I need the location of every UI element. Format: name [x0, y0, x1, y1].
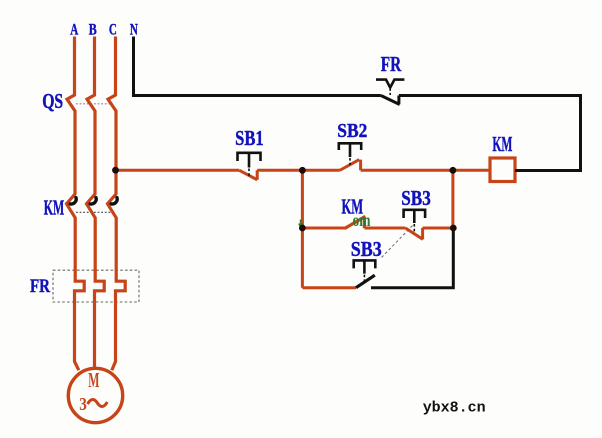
svg-text:FR: FR — [381, 52, 402, 76]
svg-text:3: 3 — [79, 394, 87, 414]
svg-text:FR: FR — [30, 276, 50, 297]
svg-text:SB1: SB1 — [235, 126, 264, 150]
svg-text:N: N — [130, 22, 138, 39]
svg-text:KM: KM — [492, 132, 512, 156]
svg-text:M: M — [88, 368, 99, 392]
svg-text:om: om — [353, 210, 371, 230]
svg-text:ybx8.cn: ybx8.cn — [423, 400, 486, 417]
svg-text:KM: KM — [44, 196, 65, 220]
svg-text:KM: KM — [342, 194, 364, 218]
svg-text:SB3: SB3 — [351, 237, 382, 261]
svg-text:B: B — [89, 22, 97, 39]
svg-text:QS: QS — [42, 89, 63, 113]
svg-text:C: C — [109, 22, 117, 39]
svg-text:SB3: SB3 — [401, 186, 431, 210]
svg-text:SB2: SB2 — [337, 120, 367, 142]
svg-text:A: A — [70, 22, 78, 39]
